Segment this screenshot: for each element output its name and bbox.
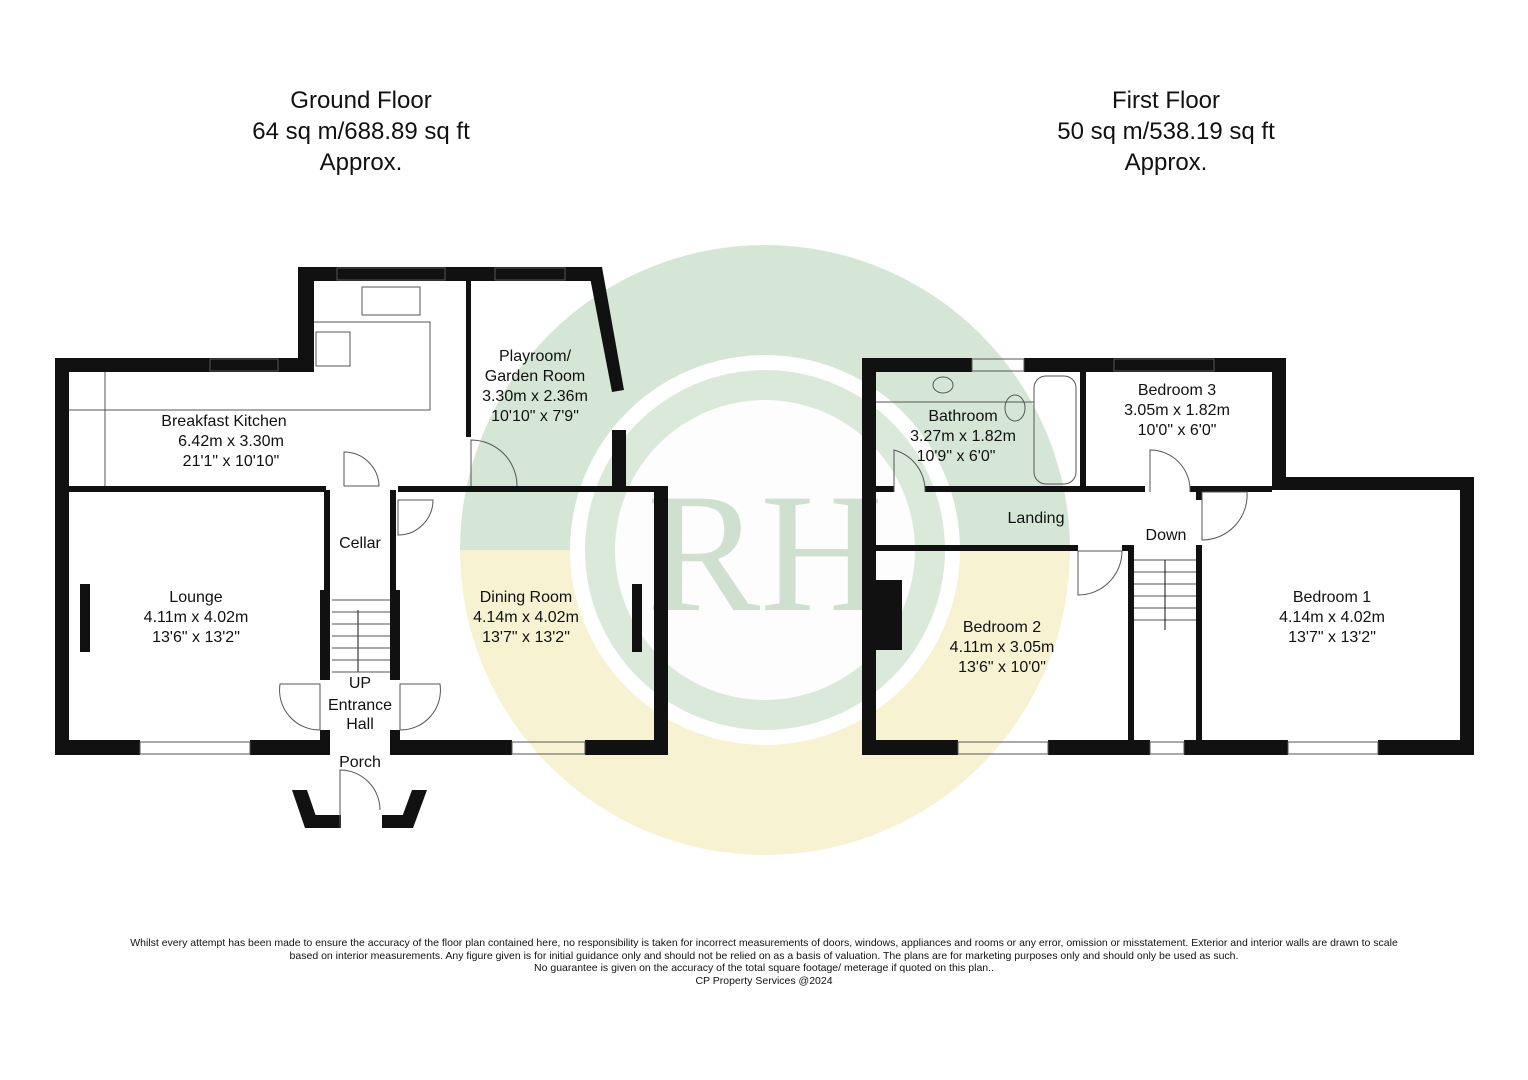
basin-icon [932, 376, 954, 394]
first-floor-heading: First Floor 50 sq m/538.19 sq ft Approx. [966, 85, 1366, 178]
room-name: Bathroom [928, 408, 997, 425]
window [957, 741, 1049, 755]
room-label-lounge: Lounge 4.11m x 4.02m 13'6" x 13'2" [144, 589, 249, 646]
room-metric: 3.30m x 2.36m [482, 388, 588, 405]
room-label-porch: Porch [339, 754, 381, 771]
room-imperial: 10'10" x 7'9" [491, 408, 579, 425]
room-name: Lounge [169, 589, 222, 606]
disclaimer-line: based on interior measurements. Any figu… [289, 949, 1239, 962]
room-metric: 3.27m x 1.82m [910, 428, 1016, 445]
room-name: Breakfast Kitchen [161, 413, 286, 430]
room-name: Bedroom 2 [963, 619, 1041, 636]
window [1113, 358, 1215, 372]
room-name: Entrance [328, 697, 392, 714]
ground-floor-area: 64 sq m/688.89 sq ft [252, 118, 470, 145]
copyright: CP Property Services @2024 [695, 974, 833, 987]
room-metric: 3.05m x 1.82m [1124, 402, 1230, 419]
room-imperial: 21'1" x 10'10" [183, 453, 280, 470]
svg-text:RH: RH [647, 459, 883, 647]
window [139, 741, 251, 755]
room-imperial: 13'6" x 13'2" [152, 629, 240, 646]
room-metric: 4.14m x 4.02m [1279, 609, 1385, 626]
window [511, 741, 586, 755]
room-metric: 6.42m x 3.30m [178, 433, 284, 450]
sink-icon [361, 286, 421, 316]
ground-floor-heading: Ground Floor 64 sq m/688.89 sq ft Approx… [161, 85, 561, 178]
room-label-kitchen: Breakfast Kitchen 6.42m x 3.30m 21'1" x … [161, 413, 286, 470]
room-name: Playroom/ [499, 348, 572, 365]
window [209, 358, 279, 372]
stairs-up-label: UP [349, 675, 371, 692]
room-label-cellar: Cellar [339, 535, 381, 552]
window [1287, 741, 1379, 755]
room-label-landing: Landing [1008, 510, 1065, 527]
ground-floor-title: Ground Floor [290, 87, 432, 114]
room-label-dining: Dining Room 4.14m x 4.02m 13'7" x 13'2" [473, 589, 579, 646]
bath-icon [1033, 375, 1077, 485]
window [336, 267, 446, 281]
room-label-playroom: Playroom/ Garden Room 3.30m x 2.36m 10'1… [482, 348, 588, 425]
room-name: Hall [346, 716, 374, 733]
room-label-bedroom3: Bedroom 3 3.05m x 1.82m 10'0" x 6'0" [1124, 382, 1230, 439]
room-label-bedroom1: Bedroom 1 4.14m x 4.02m 13'7" x 13'2" [1279, 589, 1385, 646]
first-floor-walls [862, 358, 1474, 755]
room-imperial: 13'7" x 13'2" [482, 629, 570, 646]
first-floor-title: First Floor [1112, 87, 1220, 114]
room-label-hall: UP Entrance Hall [328, 675, 392, 733]
window [1149, 741, 1185, 755]
disclaimer: Whilst every attempt has been made to en… [40, 937, 1488, 987]
room-metric: 4.11m x 4.02m [144, 609, 249, 626]
disclaimer-line: Whilst every attempt has been made to en… [130, 937, 1398, 949]
disclaimer-line: No guarantee is given on the accuracy of… [534, 962, 994, 974]
room-metric: 4.11m x 3.05m [950, 639, 1055, 656]
window [971, 358, 1025, 372]
room-imperial: 10'0" x 6'0" [1138, 422, 1217, 439]
window [494, 267, 566, 281]
room-imperial: 13'6" x 10'0" [958, 659, 1046, 676]
first-floor-approx: Approx. [1124, 149, 1208, 176]
room-imperial: 10'9" x 6'0" [917, 448, 996, 465]
room-metric: 4.14m x 4.02m [473, 609, 579, 626]
room-label-bathroom: Bathroom 3.27m x 1.82m 10'9" x 6'0" [910, 408, 1016, 465]
room-imperial: 13'7" x 13'2" [1288, 629, 1376, 646]
room-name: Bedroom 3 [1138, 382, 1216, 399]
watermark-logo: RH [460, 245, 1070, 855]
room-name: Garden Room [485, 368, 586, 385]
room-label-bedroom2: Bedroom 2 4.11m x 3.05m 13'6" x 10'0" [950, 619, 1055, 676]
toilet-icon [1004, 394, 1026, 422]
ground-floor-fixtures [69, 267, 586, 828]
room-name: Bedroom 1 [1293, 589, 1371, 606]
first-floor-fixtures [876, 358, 1379, 755]
ground-floor-approx: Approx. [319, 149, 403, 176]
first-floor-area: 50 sq m/538.19 sq ft [1057, 118, 1275, 145]
room-name: Dining Room [480, 589, 572, 606]
hob-icon [315, 331, 351, 367]
stairs-down-label: Down [1146, 527, 1187, 544]
ground-floor-walls [55, 267, 668, 828]
